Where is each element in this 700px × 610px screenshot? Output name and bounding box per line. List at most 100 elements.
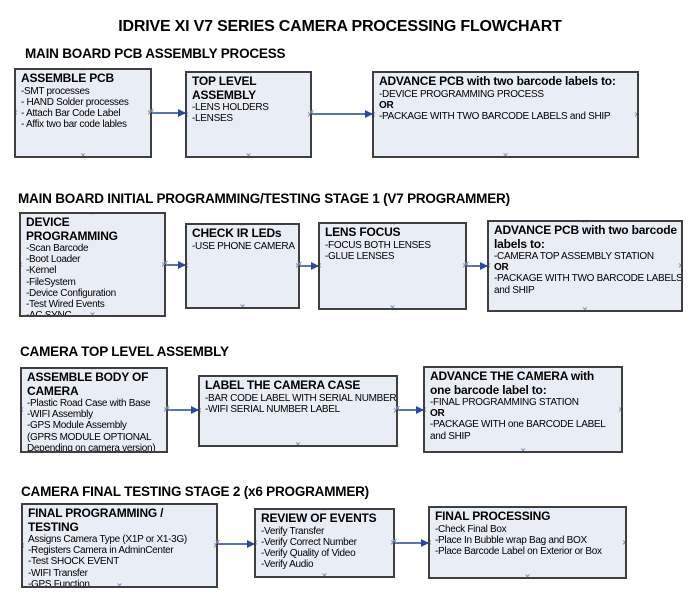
flow-arrow: × [165, 404, 199, 414]
box-line: -WIFI Transfer [28, 567, 88, 579]
connection-point-icon: × [215, 537, 221, 547]
connection-point-icon: × [245, 150, 252, 158]
connection-point-icon: × [256, 538, 258, 548]
box-line: -Test SHOCK EVENT [28, 556, 120, 568]
connection-point-icon: × [239, 223, 246, 229]
box-line: -Check Final Box [435, 523, 507, 535]
connection-point-icon: × [200, 406, 202, 416]
box-line: -Device Configuration [26, 287, 116, 299]
box-line: -Place Barcode Label on Exterior or Box [435, 545, 602, 557]
connection-point-icon: × [489, 261, 491, 271]
flow-box-check-ir-leds: CHECK IR LEDs -USE PHONE CAMERA ×××× [185, 223, 300, 309]
box-title: DEVICE PROGRAMMING [26, 215, 118, 243]
box-line: -DEVICE PROGRAMMING PROCESS [379, 88, 544, 100]
box-body: -USE PHONE CAMERA [187, 241, 298, 252]
box-line: -Kernel [26, 265, 57, 277]
box-line: -GPS Function [28, 578, 90, 588]
box-line: -CAMERA TOP ASSEMBLY STATION [494, 251, 654, 262]
connection-point-icon: × [321, 570, 328, 578]
connection-point-icon: × [618, 405, 621, 414]
connection-point-icon: × [464, 259, 470, 269]
connection-point-icon: × [295, 261, 298, 271]
box-title: LENS FOCUS [325, 225, 401, 239]
flow-arrow: × [163, 259, 186, 269]
box-line: (GPRS MODULE OPTIONAL [27, 431, 152, 443]
flow-box-advance-pcb-1: ADVANCE PCB with two barcode labels to: … [372, 71, 639, 158]
section-heading-top-level-assembly: CAMERA TOP LEVEL ASSEMBLY [20, 344, 229, 359]
box-line: -USE PHONE CAMERA [192, 240, 295, 252]
box-line: -Verify Correct Number [261, 536, 357, 548]
flow-box-final-processing: FINAL PROCESSING -Check Final Box-Place … [428, 506, 627, 579]
box-line: -SMT processes [21, 85, 90, 97]
connection-point-icon: × [23, 541, 25, 550]
connection-point-icon: × [392, 536, 398, 546]
box-line: -WIFI SERIAL NUMBER LABEL [205, 403, 340, 415]
box-line: -Registers Camera in AdminCenter [28, 545, 174, 557]
connection-point-icon: × [22, 405, 24, 415]
box-line: -Verify Audio [261, 559, 314, 571]
connection-point-icon: × [147, 108, 150, 118]
connection-point-icon: × [395, 403, 401, 413]
box-line: OR [430, 408, 445, 420]
connection-point-icon: × [462, 261, 465, 271]
flow-box-final-programming-testing: FINAL PROGRAMMING / TESTING Assigns Came… [21, 503, 218, 588]
connection-point-icon: × [309, 107, 315, 117]
box-title: FINAL PROGRAMMING / TESTING [28, 506, 164, 534]
box-line: -LENS HOLDERS [192, 102, 269, 113]
box-title: ADVANCE PCB with two barcode labels to: [494, 223, 677, 251]
box-line: -Plastic Road Case with Base [27, 398, 151, 409]
flow-box-assemble-body: ASSEMBLE BODY OF CAMERA -Plastic Road Ca… [20, 367, 168, 453]
connection-point-icon: × [678, 261, 681, 271]
connection-point-icon: × [393, 406, 396, 416]
section-heading-final-testing: CAMERA FINAL TESTING STAGE 2 (x6 PROGRAM… [21, 484, 369, 499]
page-title: IDRIVE XI V7 SERIES CAMERA PROCESSING FL… [118, 18, 562, 35]
box-body: -Verify Transfer-Verify Correct Number -V… [256, 526, 393, 571]
connection-point-icon: × [520, 445, 526, 453]
connection-point-icon: × [502, 71, 509, 77]
connection-point-icon: × [582, 304, 588, 312]
section-heading-pcb-assembly: MAIN BOARD PCB ASSEMBLY PROCESS [25, 46, 286, 61]
box-line: Depending on camera version) [27, 442, 156, 453]
box-line: -FOCUS BOTH LENSES [325, 239, 431, 251]
connection-point-icon: × [425, 405, 427, 414]
box-line: -GPS Module Assembly [27, 420, 127, 432]
box-line: -Verify Transfer [261, 525, 324, 537]
box-title: LABEL THE CAMERA CASE [205, 378, 361, 392]
connection-point-icon: × [524, 506, 531, 512]
flow-arrow: × [395, 404, 424, 414]
box-line: -Boot Loader [26, 254, 81, 266]
connection-point-icon: × [91, 445, 97, 453]
connection-point-icon: × [297, 259, 303, 269]
connection-point-icon: × [89, 309, 96, 317]
connection-point-icon: × [161, 260, 164, 269]
connection-point-icon: × [80, 150, 86, 158]
connection-point-icon: × [295, 439, 301, 447]
box-line: -AC SYNC [26, 310, 72, 317]
box-body: -Check Final Box-Place In Bubble wrap Ba… [430, 524, 625, 558]
connection-point-icon: × [89, 212, 96, 218]
box-line: -LENSES [192, 113, 233, 125]
connection-point-icon: × [502, 150, 509, 158]
box-title: CHECK IR LEDs [192, 226, 282, 240]
box-line: -Scan Barcode [26, 243, 89, 254]
connection-point-icon: × [149, 106, 155, 116]
box-line: Assigns Camera Type (X1P or X1-3G) [28, 534, 187, 545]
box-line: OR [494, 262, 509, 274]
box-title: REVIEW OF EVENTS [261, 511, 377, 525]
connection-point-icon: × [524, 571, 531, 579]
box-title: ADVANCE PCB with two barcode labels to: [379, 74, 616, 88]
connection-point-icon: × [582, 220, 588, 226]
connection-point-icon: × [163, 258, 169, 268]
box-line: -PACKAGE WITH TWO BARCODE LABELS and SHI… [379, 110, 611, 122]
flow-arrow: × [392, 537, 429, 547]
flow-box-advance-camera: ADVANCE THE CAMERA with one barcode labe… [423, 366, 623, 453]
flow-box-top-level-assembly: TOP LEVEL ASSEMBLY -LENS HOLDERS-LENSES … [185, 71, 312, 158]
box-body: -SMT processes- HAND Solder processes- A… [16, 86, 150, 131]
box-title: ASSEMBLE PCB [21, 71, 114, 85]
box-line: - Affix two bar code lables [21, 119, 127, 131]
box-body: -LENS HOLDERS-LENSES [187, 102, 310, 124]
flow-box-device-programming: DEVICE PROGRAMMING -Scan Barcode-Boot Lo… [19, 212, 166, 317]
connection-point-icon: × [245, 71, 252, 77]
box-line: - Attach Bar Code Label [21, 107, 121, 119]
